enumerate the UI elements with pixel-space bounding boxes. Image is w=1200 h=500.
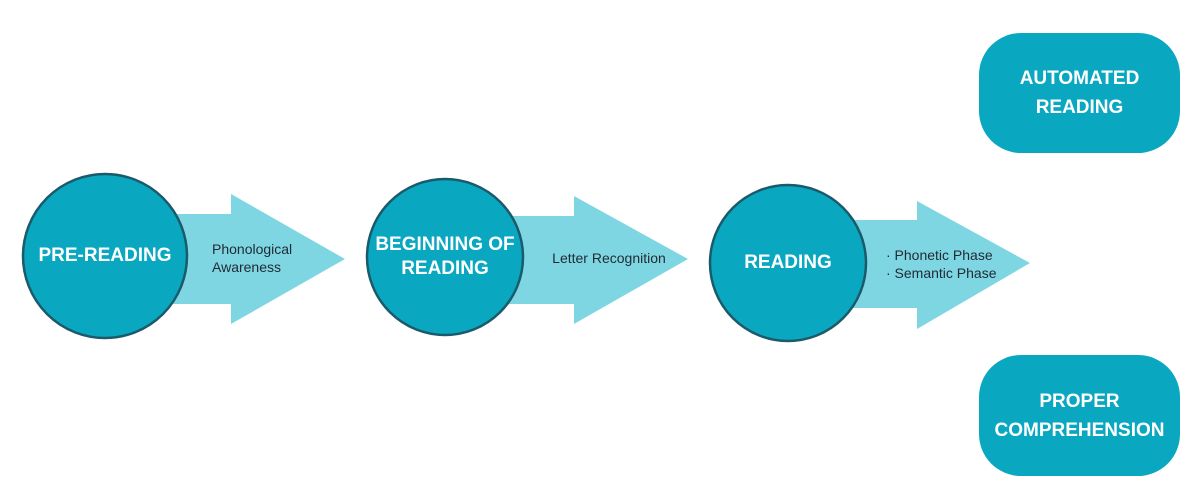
arrow-beginning-of-reading	[495, 196, 688, 324]
arrow-text-phonological-awareness: Phonological Awareness	[212, 236, 342, 280]
stage-title-line: BEGINNING OF	[375, 234, 515, 255]
circle-reading	[708, 183, 868, 343]
stage-title-line: READING	[744, 252, 832, 273]
arrow-pre-reading	[150, 194, 345, 324]
outcome-title-line: COMPREHENSION	[994, 419, 1165, 441]
stage-title-reading: READING	[710, 223, 866, 303]
arrow-text-phonetic-semantic: · Phonetic Phase · Semantic Phase	[886, 242, 1026, 286]
stage-title-beginning-of-reading: BEGINNING OF READING	[367, 217, 523, 297]
outcome-title-line: PROPER	[1039, 390, 1120, 412]
arrow-text-line: Letter Recognition	[552, 250, 666, 266]
box-automated-reading	[979, 33, 1180, 153]
arrow-reading	[840, 201, 1030, 329]
outcome-title-line: READING	[1035, 97, 1124, 118]
outcome-title-line: AUTOMATED	[1019, 68, 1140, 89]
box-proper-comprehension	[979, 355, 1180, 476]
stage-title-line: PRE-READING	[38, 245, 172, 266]
outcome-title-automated-reading: AUTOMATED READING	[979, 33, 1180, 153]
arrow-text-letter-recognition: Letter Recognition	[540, 246, 678, 270]
arrow-text-line: · Phonetic Phase	[886, 247, 993, 263]
stage-title-line: READING	[401, 258, 489, 279]
circle-beginning-of-reading	[365, 177, 525, 337]
stage-title-pre-reading: PRE-READING	[23, 216, 187, 296]
arrow-text-line: Phonological	[212, 241, 293, 257]
arrow-text-line: Awareness	[212, 259, 282, 275]
circle-pre-reading	[21, 172, 189, 340]
arrow-text-line: · Semantic Phase	[886, 265, 997, 281]
outcome-title-proper-comprehension: PROPER COMPREHENSION	[979, 355, 1180, 476]
